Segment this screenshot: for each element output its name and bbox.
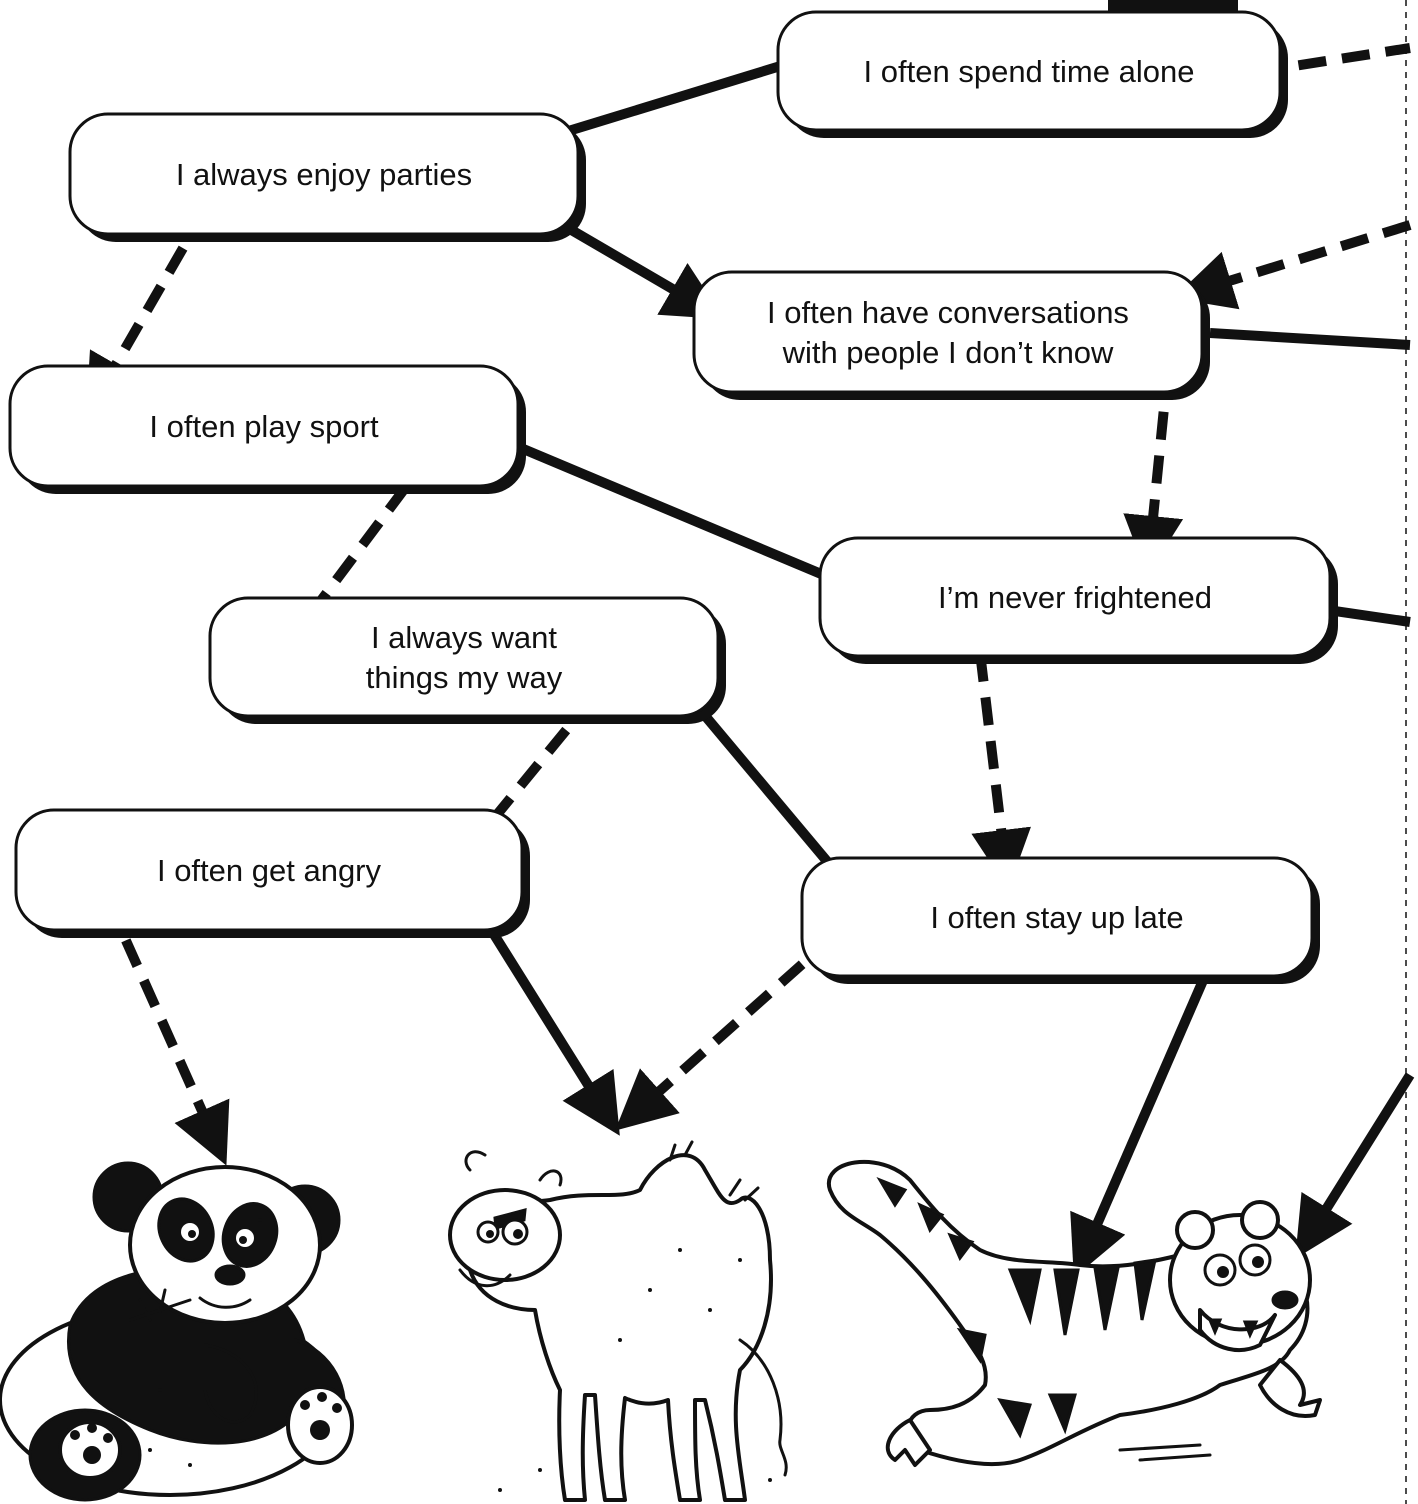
node-label: I often play sport [149, 409, 379, 444]
node-label: I often stay up late [930, 900, 1183, 935]
node-label: I often get angry [157, 853, 382, 888]
node-label: things my way [366, 660, 563, 695]
nodes-layer: I often spend time alone I always enjoy p… [8, 10, 1338, 984]
tiger-icon [826, 1159, 1322, 1467]
edge-angry-to-camel [470, 901, 620, 1136]
node-label: I often have conversations [767, 295, 1129, 330]
node-parties: I always enjoy parties [68, 112, 586, 242]
node-box [800, 856, 1314, 978]
node-late: I often stay up late [800, 856, 1320, 984]
node-box [776, 10, 1282, 132]
node-label: I often spend time alone [864, 54, 1195, 89]
edge-parties-to-sport [86, 207, 210, 417]
edge-conversations-to-frightened [1123, 367, 1184, 576]
node-myway: I always want things my way [208, 596, 726, 724]
node-box [68, 112, 580, 236]
node-angry: I often get angry [14, 808, 530, 938]
camel-icon [448, 1140, 788, 1502]
edge-late-to-camel [615, 931, 839, 1131]
node-box [818, 536, 1332, 658]
node-box [208, 596, 720, 718]
node-box [8, 364, 520, 488]
node-box [14, 808, 524, 932]
node-label: I always want [371, 620, 557, 655]
edge-late-to-tiger [1070, 944, 1223, 1278]
node-label: with people I don’t know [782, 335, 1114, 370]
node-alone: I often spend time alone [776, 10, 1288, 138]
node-label: I’m never frightened [938, 580, 1212, 615]
node-box [692, 270, 1204, 394]
node-conversations: I often have conversations with people I … [692, 270, 1210, 400]
node-sport: I often play sport [8, 364, 526, 494]
node-label: I always enjoy parties [176, 157, 472, 192]
panda-icon [0, 1161, 354, 1502]
top-edge-block [1108, 0, 1238, 12]
node-frightened: I’m never frightened [818, 536, 1338, 664]
